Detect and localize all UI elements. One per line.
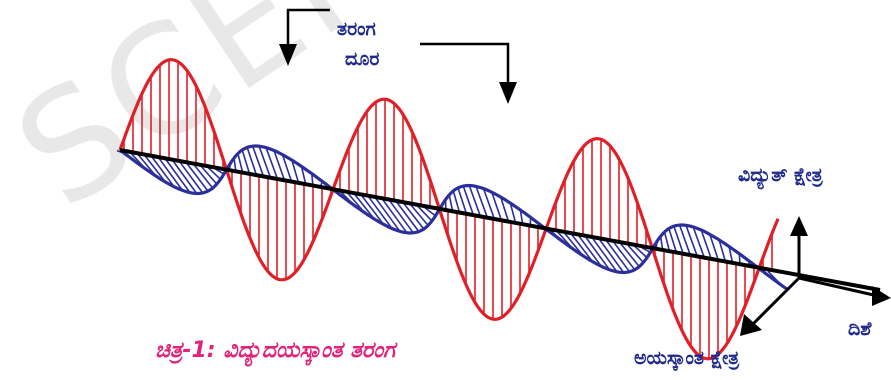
- magnetic-hatch-line: [383, 200, 407, 233]
- direction-label: ದಿಶೆ: [848, 320, 871, 339]
- magnetic-hatch-line: [397, 203, 419, 232]
- figure-caption: ಚಿತ್ರ-1: ವಿದ್ಯುದಯಸ್ಕಾಂತ ತರಂಗ: [155, 340, 395, 362]
- wavelength-bracket: [288, 10, 508, 92]
- wavelength-label-line1: ತರಂಗ: [337, 20, 376, 39]
- magnetic-hatch-line: [607, 241, 630, 271]
- arrow-down-icon: [279, 44, 297, 66]
- wavelength-label-line2: ದೂರ: [345, 50, 379, 69]
- magnetic-hatch-line: [180, 162, 203, 193]
- magnetic-hatch-line: [362, 196, 384, 224]
- arrow-down-icon: [499, 82, 517, 104]
- arrow-right-icon: [872, 286, 891, 306]
- arrow-up-icon: [790, 216, 808, 236]
- magnetic-hatch-line: [572, 235, 593, 262]
- magnetic-field-label: ಅಯಸ್ಕಾಂತ ಕ್ಷೇತ್ರ: [634, 349, 739, 368]
- electric-field-label: ವಿದ್ಯುತ್ ಕ್ಷೇತ್ರ: [738, 166, 823, 185]
